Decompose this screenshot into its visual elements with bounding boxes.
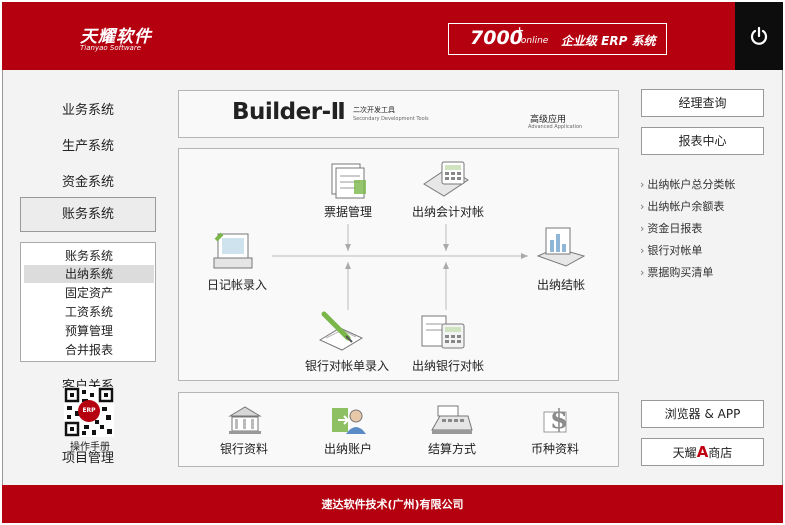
bank-data-icon[interactable] xyxy=(226,404,264,436)
submenu-consolidation[interactable]: 合并报表 xyxy=(64,343,113,357)
link-daily-funds[interactable]: ›资金日报表 xyxy=(640,222,703,235)
nav-production[interactable]: 生产系统 xyxy=(61,139,114,154)
cashier-account-label[interactable]: 出纳账户 xyxy=(323,442,372,456)
currency-data-icon[interactable]: $ xyxy=(540,402,574,436)
link-cashier-balance[interactable]: ›出纳帐户余额表 xyxy=(640,200,725,213)
nav-funds[interactable]: 资金系统 xyxy=(61,175,114,190)
accounting-submenu: 账务系统 出纳系统 固定资产 工资系统 预算管理 合并报表 xyxy=(20,242,156,362)
builder-subtitle-en: Secondary Development Tools xyxy=(353,116,429,122)
submenu-fixed-assets[interactable]: 固定资产 xyxy=(64,286,113,300)
chevron-right-icon: › xyxy=(640,178,645,191)
settlement-method-label[interactable]: 结算方式 xyxy=(427,442,476,456)
builder-subtitle-cn: 二次开发工具 xyxy=(353,106,395,114)
footer-company: 速达软件技术(广州)有限公司 xyxy=(321,498,464,511)
advanced-app-cn[interactable]: 高级应用 xyxy=(530,115,567,125)
report-center-button[interactable]: 报表中心 xyxy=(641,127,764,155)
bank-statement-entry-icon[interactable] xyxy=(316,308,366,352)
bank-data-label[interactable]: 银行资料 xyxy=(219,442,268,456)
store-prefix: 天耀 xyxy=(672,446,697,460)
submenu-budget[interactable]: 预算管理 xyxy=(64,324,113,338)
erp-version: 7000 xyxy=(470,27,523,49)
builder-title: Builder-Ⅱ xyxy=(232,99,346,125)
brand-logo: 天耀软件 xyxy=(80,27,152,47)
journal-entry-label[interactable]: 日记帐录入 xyxy=(206,278,267,292)
chevron-right-icon: › xyxy=(640,200,645,213)
journal-entry-icon[interactable] xyxy=(212,230,256,272)
link-bank-statement[interactable]: ›银行对帐单 xyxy=(640,244,703,257)
bank-statement-entry-label[interactable]: 银行对帐单录入 xyxy=(304,359,389,373)
power-icon xyxy=(750,26,768,45)
svg-text:$: $ xyxy=(550,405,568,435)
store-suffix: 商店 xyxy=(708,446,733,460)
chevron-right-icon: › xyxy=(640,266,645,279)
submenu-accounting[interactable]: 账务系统 xyxy=(64,249,113,263)
footer-bar: 速达软件技术(广州)有限公司 xyxy=(2,485,783,523)
chevron-right-icon: › xyxy=(640,244,645,257)
cashier-bank-reconcile-label[interactable]: 出纳银行对帐 xyxy=(411,359,484,373)
cashier-account-icon[interactable] xyxy=(328,404,368,436)
cashier-bank-reconcile-icon[interactable] xyxy=(418,310,470,352)
erp-plus: + xyxy=(515,24,525,37)
builder-banner[interactable] xyxy=(178,90,619,138)
store-logo-a: A xyxy=(696,443,709,461)
settlement-method-icon[interactable] xyxy=(430,404,474,436)
power-button[interactable] xyxy=(735,2,783,70)
advanced-app-en: Advanced Application xyxy=(528,124,583,130)
tianyao-store-button[interactable]: 天耀A商店 xyxy=(641,438,764,466)
manual-label[interactable]: 操作手册 xyxy=(70,442,110,453)
header-bar: 天耀软件 Tianyao Software 7000 + .online 企业级… xyxy=(2,2,735,70)
erp-title: 企业级 ERP 系统 xyxy=(561,34,656,48)
nav-business[interactable]: 业务系统 xyxy=(61,103,114,118)
link-cashier-ledger[interactable]: ›出纳帐户总分类帐 xyxy=(640,178,736,191)
currency-data-label[interactable]: 币种资料 xyxy=(530,442,579,456)
chevron-right-icon: › xyxy=(640,222,645,235)
erp-online: .online xyxy=(518,36,549,46)
brand-subtitle: Tianyao Software xyxy=(80,44,142,52)
qr-erp-badge: ERP xyxy=(78,400,100,422)
ticket-management-label[interactable]: 票据管理 xyxy=(323,205,372,219)
submenu-cashier[interactable]: 出纳系统 xyxy=(24,265,154,283)
ticket-management-icon[interactable] xyxy=(326,160,372,200)
submenu-payroll[interactable]: 工资系统 xyxy=(64,305,113,319)
erp-product-badge: 7000 + .online 企业级 ERP 系统 xyxy=(448,23,667,55)
nav-accounting[interactable]: 账务系统 xyxy=(20,197,156,232)
cashier-reconcile-label[interactable]: 出纳会计对帐 xyxy=(411,205,484,219)
nav-project[interactable]: 项目管理 xyxy=(61,451,114,466)
browser-app-button[interactable]: 浏览器 & APP xyxy=(641,400,764,428)
cashier-closing-icon[interactable] xyxy=(536,222,586,268)
link-ticket-purchase[interactable]: ›票据购买清单 xyxy=(640,266,714,279)
cashier-closing-label[interactable]: 出纳结帐 xyxy=(536,278,585,292)
cashier-reconcile-icon[interactable] xyxy=(420,158,472,200)
manager-query-button[interactable]: 经理查询 xyxy=(641,89,764,117)
